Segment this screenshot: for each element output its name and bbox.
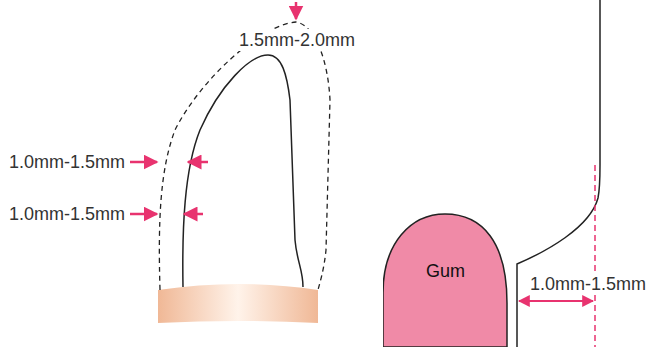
dimension-arrow — [188, 161, 208, 164]
gum-fill — [383, 214, 507, 347]
prepared-tooth — [183, 55, 303, 287]
dimension-arrow — [295, 2, 298, 19]
dimension-arrow — [130, 213, 157, 216]
dimension-arrow — [130, 161, 157, 164]
crown-outline — [159, 22, 330, 290]
dimension-label: 1.0mm-1.5mm — [7, 151, 127, 173]
dimension-label: 1.0mm-1.5mm — [528, 273, 648, 295]
dimension-label: 1.0mm-1.5mm — [7, 203, 127, 225]
node-label: Gum — [426, 260, 465, 282]
dimension-label: 1.5mm-2.0mm — [237, 29, 357, 51]
margin-guide — [594, 165, 596, 347]
gum-shape: Gum — [383, 213, 508, 347]
dimension-arrow — [184, 213, 203, 216]
dimension-arrow — [519, 300, 593, 302]
root-band — [158, 284, 318, 323]
